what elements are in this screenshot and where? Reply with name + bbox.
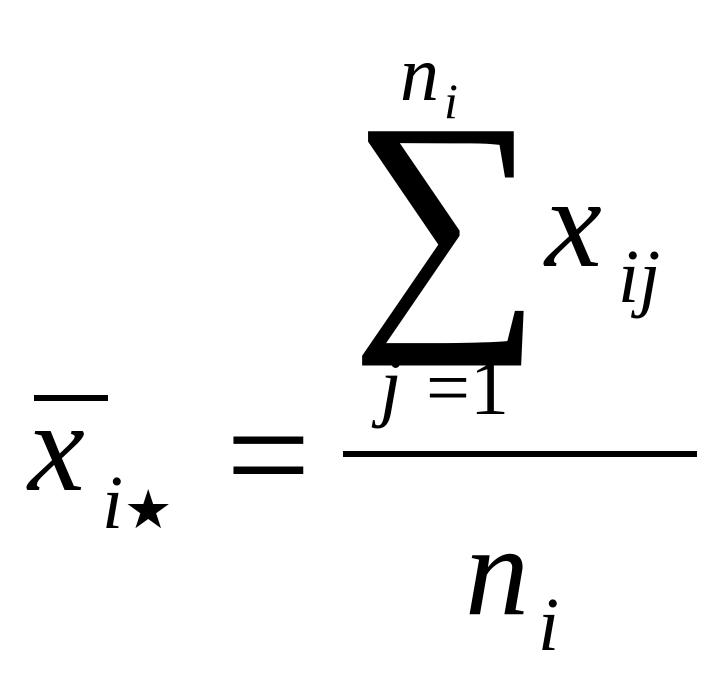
summation-icon: ∑ [350,68,542,367]
equals-sign: = [226,372,311,538]
lhs-variable: x [26,376,85,518]
denominator-base: n [465,500,529,642]
sum-lower-limit-equals: = [426,344,470,431]
sum-lower-limit-start: 1 [470,344,509,431]
lhs-mean: x i ★ [26,376,172,545]
sum-term-base: x [543,152,602,294]
denominator: n i [465,500,559,667]
denominator-subscript: i [538,583,559,667]
star-icon: ★ [124,478,172,541]
sum-term-subscript: ij [618,235,660,319]
lhs-subscript-index: i [102,461,123,545]
sum-upper-limit-subscript: i [444,73,458,129]
sum-upper-limit-base: n [400,30,439,117]
numerator: n i ∑ x ij j = 1 [350,30,660,431]
